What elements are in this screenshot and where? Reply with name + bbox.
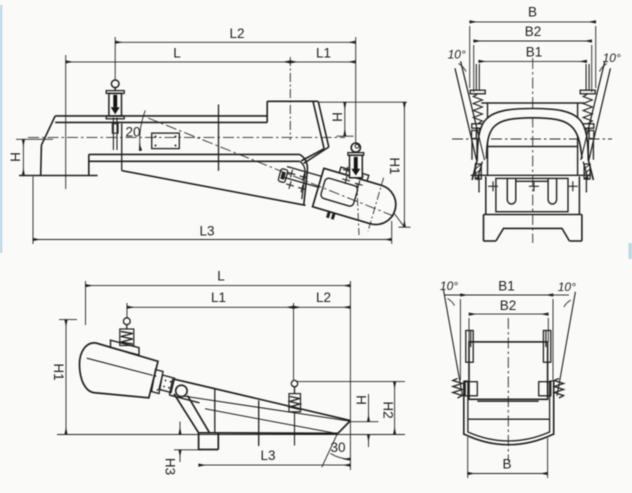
- svg-text:B2: B2: [525, 24, 542, 39]
- svg-text:L2: L2: [229, 26, 244, 41]
- svg-text:L3: L3: [199, 224, 214, 239]
- svg-text:L1: L1: [211, 290, 226, 305]
- svg-text:H: H: [354, 395, 369, 405]
- svg-text:B1: B1: [498, 279, 515, 294]
- svg-text:H1: H1: [387, 157, 402, 174]
- svg-text:B1: B1: [526, 45, 543, 60]
- svg-text:H1: H1: [51, 363, 66, 380]
- svg-text:L: L: [217, 269, 225, 284]
- svg-text:B2: B2: [500, 298, 517, 313]
- svg-text:30: 30: [330, 440, 345, 455]
- svg-text:B: B: [528, 5, 537, 20]
- svg-text:10°: 10°: [448, 48, 466, 62]
- svg-text:L2: L2: [316, 290, 331, 305]
- svg-text:20: 20: [125, 125, 140, 140]
- svg-text:H3: H3: [163, 458, 178, 475]
- svg-text:L3: L3: [260, 448, 275, 463]
- svg-text:H2: H2: [381, 401, 396, 418]
- svg-text:H: H: [8, 152, 23, 162]
- svg-text:L: L: [173, 46, 181, 61]
- svg-text:10°: 10°: [440, 279, 458, 293]
- svg-text:B: B: [502, 457, 511, 472]
- svg-text:10°: 10°: [603, 51, 621, 65]
- svg-text:H: H: [330, 112, 345, 122]
- svg-text:10°: 10°: [558, 280, 576, 294]
- svg-text:L1: L1: [316, 46, 331, 61]
